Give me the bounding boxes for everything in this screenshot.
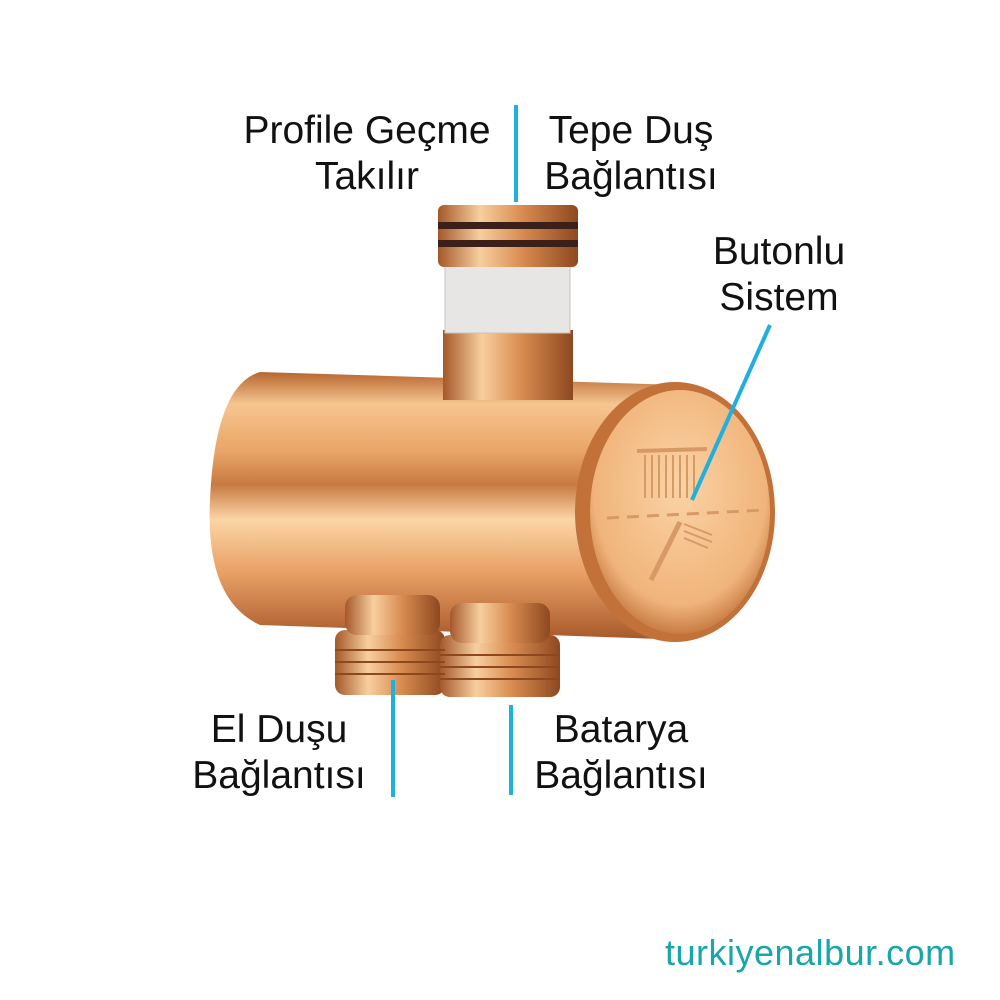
- label-line: Tepe Duş: [548, 109, 714, 152]
- label-line: Sistem: [719, 276, 839, 319]
- top-connector-sleeve: [444, 264, 571, 334]
- label-line: Batarya: [553, 708, 689, 751]
- body-cylinder: [209, 372, 691, 640]
- push-button-cap: [590, 390, 770, 634]
- label-line: Bağlantısı: [544, 155, 718, 198]
- label-button-system: Butonlu Sistem: [713, 229, 845, 321]
- watermark: turkiyenalbur.com: [665, 932, 956, 973]
- label-top-shower: Tepe Duş Bağlantısı: [544, 108, 717, 200]
- top-connector-neck: [443, 330, 573, 400]
- label-line: Takılır: [314, 155, 419, 198]
- label-line: Butonlu: [712, 230, 846, 273]
- label-hand-shower: El Duşu Bağlantısı: [192, 707, 365, 799]
- label-line: El Duşu: [210, 708, 348, 751]
- label-line: Bağlantısı: [534, 754, 708, 797]
- label-profile-fit: Profile Geçme Takılır: [243, 108, 490, 200]
- top-connector-head: [438, 205, 578, 267]
- label-line: Bağlantısı: [192, 754, 366, 797]
- label-mixer: Batarya Bağlantısı: [534, 707, 707, 799]
- pointer-button: [690, 324, 772, 501]
- pointer-lines: [391, 105, 772, 797]
- label-line: Profile Geçme: [243, 109, 491, 152]
